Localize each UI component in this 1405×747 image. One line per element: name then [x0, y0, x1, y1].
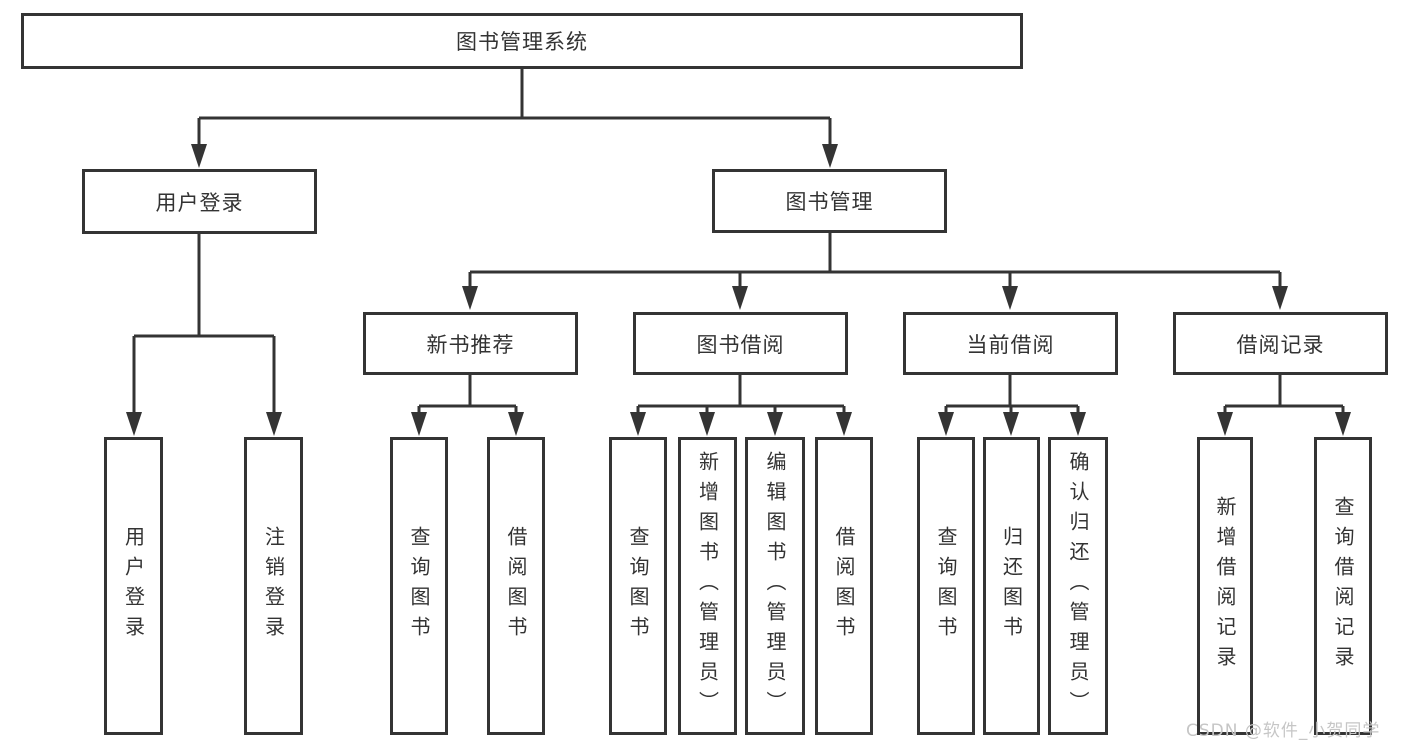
node-root-system-label: 图书管理系统: [456, 30, 588, 54]
node-leaf-logout-login: 注销登录: [244, 437, 303, 735]
node-user-login-label: 用户登录: [155, 190, 244, 215]
node-leaf-user-login: 用户登录: [104, 437, 163, 735]
node-new-book-recommend: 新书推荐: [363, 312, 578, 375]
node-records-add-borrow-record: 新增借阅记录: [1197, 437, 1253, 735]
node-borrow-edit-books-admin: 编辑图书（管理员）: [745, 437, 805, 735]
node-book-management-label: 图书管理: [785, 190, 874, 214]
node-borrow-records: 借阅记录: [1173, 312, 1388, 375]
node-book-borrow: 图书借阅: [633, 312, 848, 375]
node-current-query-books: 查询图书: [917, 437, 975, 735]
node-root-system: 图书管理系统: [21, 13, 1023, 69]
arrowheads: [126, 144, 1351, 436]
node-borrow-add-books-admin: 新增图书（管理员）: [678, 437, 737, 735]
node-borrow-borrow-books-label: 借阅图书: [832, 526, 856, 646]
node-newbook-query-books-label: 查询图书: [407, 526, 431, 646]
node-current-return-books-label: 归还图书: [999, 526, 1024, 646]
node-newbook-borrow-books: 借阅图书: [487, 437, 545, 735]
node-current-confirm-return-admin: 确认归还（管理员）: [1048, 437, 1108, 735]
node-current-return-books: 归还图书: [983, 437, 1040, 735]
watermark: CSDN @软件_小贺同学: [1186, 721, 1381, 741]
node-current-borrow-label: 当前借阅: [966, 332, 1055, 357]
node-leaf-logout-login-label: 注销登录: [261, 526, 286, 646]
node-records-query-borrow-record-label: 查询借阅记录: [1331, 496, 1355, 676]
node-borrow-query-books-label: 查询图书: [626, 526, 650, 646]
node-borrow-borrow-books: 借阅图书: [815, 437, 873, 735]
node-newbook-query-books: 查询图书: [390, 437, 448, 735]
node-records-add-borrow-record-label: 新增借阅记录: [1213, 496, 1237, 676]
node-borrow-add-books-admin-label: 新增图书（管理员）: [695, 451, 720, 721]
node-user-login: 用户登录: [82, 169, 317, 234]
node-current-query-books-label: 查询图书: [934, 526, 958, 646]
node-book-management: 图书管理: [712, 169, 947, 233]
node-current-borrow: 当前借阅: [903, 312, 1118, 375]
node-book-borrow-label: 图书借阅: [696, 332, 785, 357]
node-borrow-records-label: 借阅记录: [1236, 332, 1325, 357]
node-borrow-query-books: 查询图书: [609, 437, 667, 735]
node-leaf-user-login-label: 用户登录: [121, 526, 146, 646]
node-newbook-borrow-books-label: 借阅图书: [504, 526, 528, 646]
node-current-confirm-return-admin-label: 确认归还（管理员）: [1066, 451, 1090, 721]
node-new-book-recommend-label: 新书推荐: [426, 332, 515, 357]
node-records-query-borrow-record: 查询借阅记录: [1314, 437, 1372, 735]
node-borrow-edit-books-admin-label: 编辑图书（管理员）: [763, 451, 787, 721]
